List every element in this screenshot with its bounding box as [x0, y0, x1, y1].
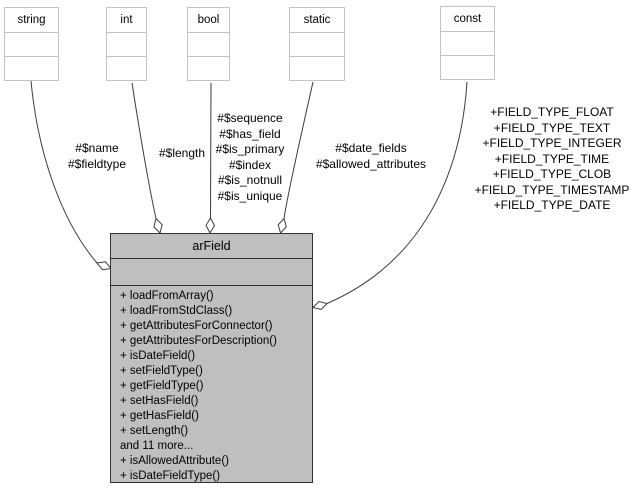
edge-bool-arfield — [210, 82, 212, 219]
class-box-arfield[interactable]: arField + loadFromArray() + loadFromStdC… — [110, 233, 313, 483]
class-name: static — [290, 8, 344, 33]
edge-label-line: +FIELD_TYPE_DATE — [493, 198, 611, 212]
aggregation-diamond-int — [153, 217, 163, 234]
aggregation-diamond-string — [96, 261, 112, 271]
edge-label-bool: #$sequence #$has_field #$is_primary #$in… — [216, 111, 285, 204]
class-name: arField — [111, 234, 312, 259]
edge-static-arfield — [283, 81, 314, 219]
methods-compartment — [188, 57, 229, 80]
class-box-int[interactable]: int — [106, 7, 147, 81]
edge-label-line: #$has_field — [219, 126, 281, 141]
attributes-compartment — [5, 33, 58, 57]
methods-compartment — [107, 57, 146, 80]
class-box-string[interactable]: string — [4, 7, 59, 81]
attributes-compartment — [107, 33, 146, 57]
class-box-static[interactable]: static — [289, 7, 345, 81]
method-item: + setHasField() — [120, 395, 199, 407]
class-box-bool[interactable]: bool — [187, 7, 230, 81]
edge-label-line: #$is_notnull — [217, 173, 283, 187]
edge-label-int: #$length — [159, 146, 205, 161]
method-item: + getAttributesForDescription() — [120, 335, 277, 347]
edge-label-line: +FIELD_TYPE_TEXT — [493, 120, 611, 135]
method-item: + isDateField() — [120, 350, 196, 362]
edge-label-line: +FIELD_TYPE_FLOAT — [490, 105, 614, 119]
edge-label-line: +FIELD_TYPE_TIMESTAMP — [474, 182, 630, 197]
class-name: bool — [188, 8, 229, 33]
method-item: + setLength() — [120, 425, 189, 437]
edge-label-line: +FIELD_TYPE_TIME — [494, 151, 610, 166]
edge-label-string: #$name #$fieldtype — [68, 140, 126, 172]
method-item: + setFieldType() — [120, 365, 203, 377]
aggregation-diamond-bool — [205, 216, 216, 235]
method-item: + isDateFieldType() — [120, 470, 221, 482]
attributes-compartment — [441, 32, 494, 56]
method-item: + getFieldType() — [120, 380, 204, 392]
method-item: + loadFromArray() — [120, 290, 214, 302]
edge-label-line: #$date_fields — [335, 141, 407, 155]
method-item: + getHasField() — [120, 410, 199, 422]
method-item: + loadFromStdClass() — [120, 305, 233, 317]
method-item: + getAttributesForConnector() — [120, 320, 273, 332]
class-name: string — [5, 8, 58, 33]
class-name: const — [441, 7, 494, 32]
class-box-const[interactable]: const — [440, 6, 495, 80]
edge-label-line: +FIELD_TYPE_INTEGER — [482, 136, 622, 150]
edge-label-line: #$index — [228, 157, 272, 172]
method-item: and 11 more... — [120, 440, 194, 452]
edge-label-line: #$length — [158, 146, 206, 160]
edge-int-arfield — [131, 82, 157, 219]
edge-label-line: #$name — [75, 141, 119, 155]
methods-compartment — [5, 57, 58, 80]
attributes-compartment — [290, 33, 344, 57]
edge-label-line: #$is_primary — [215, 142, 285, 156]
edge-const-arfield — [326, 81, 468, 304]
edge-label-line: #$is_unique — [217, 188, 283, 203]
edge-label-line: #$allowed_attributes — [315, 157, 427, 171]
aggregation-diamond-const — [312, 300, 328, 311]
method-item: + isAllowedAttribute() — [120, 455, 229, 467]
methods-compartment: + loadFromArray() + loadFromStdClass() +… — [111, 286, 312, 484]
edge-string-arfield — [30, 80, 98, 264]
edge-label-line: +FIELD_TYPE_CLOB — [492, 167, 612, 181]
edge-label-line: #$sequence — [217, 111, 283, 125]
aggregation-diamond-static — [277, 217, 287, 234]
methods-compartment — [290, 57, 344, 80]
edge-label-line: #$fieldtype — [67, 157, 127, 171]
attributes-compartment — [111, 259, 312, 286]
edge-label-static: #$date_fields #$allowed_attributes — [316, 140, 426, 172]
attributes-compartment — [188, 33, 229, 57]
edge-label-const: +FIELD_TYPE_FLOAT +FIELD_TYPE_TEXT +FIEL… — [475, 105, 630, 214]
methods-compartment — [441, 56, 494, 79]
class-name: int — [107, 8, 146, 33]
